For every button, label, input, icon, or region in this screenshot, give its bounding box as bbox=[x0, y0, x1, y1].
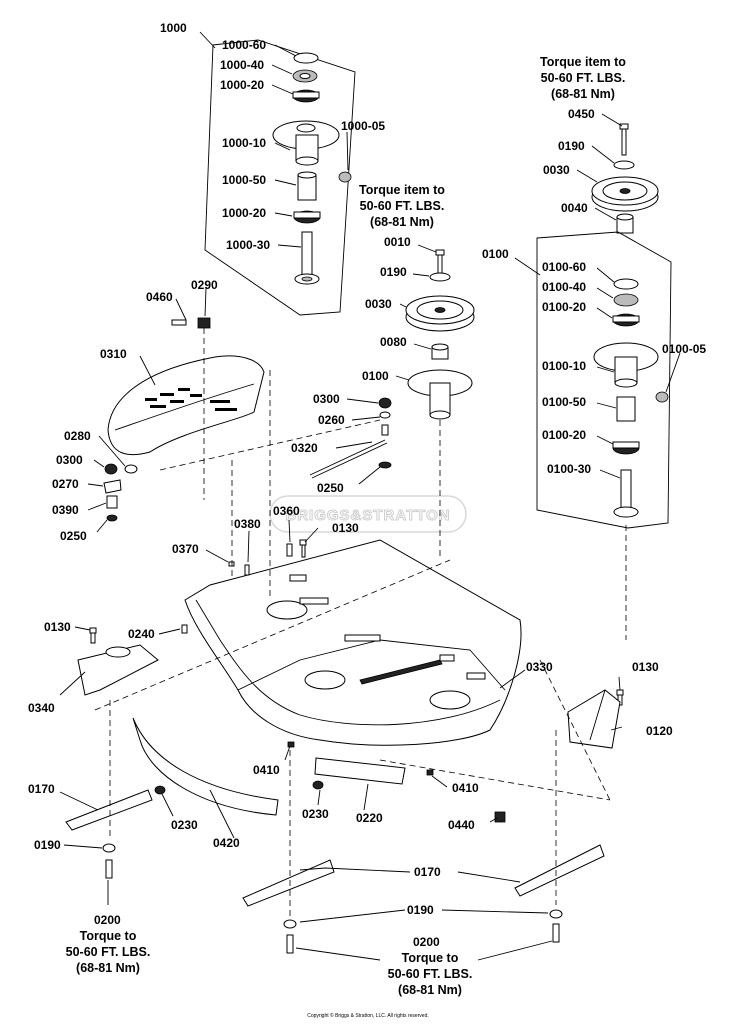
callout-1000-05: 1000-05 bbox=[341, 119, 385, 133]
callout-0300: 0300 bbox=[56, 453, 83, 467]
svg-text:50-60 FT. LBS.: 50-60 FT. LBS. bbox=[360, 199, 445, 213]
callout-0450: 0450 bbox=[568, 107, 595, 121]
callout-0230: 0230 bbox=[171, 818, 198, 832]
torque-note-bottom-right: Torque to 50-60 FT. LBS. (68-81 Nm) bbox=[388, 951, 473, 997]
svg-text:(68-81 Nm): (68-81 Nm) bbox=[76, 961, 140, 975]
callout-0200: 0200 bbox=[94, 913, 121, 927]
callout-0250: 0250 bbox=[60, 529, 87, 543]
svg-text:(68-81 Nm): (68-81 Nm) bbox=[398, 983, 462, 997]
torque-note-bottom-left: Torque to 50-60 FT. LBS. (68-81 Nm) bbox=[66, 929, 151, 975]
spindle-assembly-1000 bbox=[204, 39, 356, 316]
idler-hardware bbox=[309, 397, 392, 479]
callout-0080: 0080 bbox=[380, 335, 407, 349]
callout-1000-50: 1000-50 bbox=[222, 173, 266, 187]
watermark-text: BRIGGS&STRATTON bbox=[285, 507, 450, 524]
callout-0230: 0230 bbox=[302, 807, 329, 821]
svg-text:Torque to: Torque to bbox=[80, 929, 137, 943]
assembly-lines bbox=[94, 328, 627, 920]
callout-0240: 0240 bbox=[128, 627, 155, 641]
deflector-0340 bbox=[77, 644, 159, 696]
callout-0100-20: 0100-20 bbox=[542, 428, 586, 442]
svg-text:(68-81 Nm): (68-81 Nm) bbox=[370, 215, 434, 229]
callout-0320: 0320 bbox=[291, 441, 318, 455]
callout-0300: 0300 bbox=[313, 392, 340, 406]
callout-0440: 0440 bbox=[448, 818, 475, 832]
callout-0100-30: 0100-30 bbox=[547, 462, 591, 476]
callout-1000-30: 1000-30 bbox=[226, 238, 270, 252]
callout-0390: 0390 bbox=[52, 503, 79, 517]
callout-0310: 0310 bbox=[100, 347, 127, 361]
callout-0040: 0040 bbox=[561, 201, 588, 215]
svg-text:Torque item to: Torque item to bbox=[540, 55, 626, 69]
callout-0170: 0170 bbox=[28, 782, 55, 796]
callout-0270: 0270 bbox=[52, 477, 79, 491]
baffle-0420 bbox=[132, 717, 279, 816]
callout-0100-10: 0100-10 bbox=[542, 359, 586, 373]
cover-0120 bbox=[567, 689, 621, 749]
callout-1000-10: 1000-10 bbox=[222, 136, 266, 150]
callout-1000: 1000 bbox=[160, 21, 187, 35]
callout-0190: 0190 bbox=[558, 139, 585, 153]
callout-0410: 0410 bbox=[452, 781, 479, 795]
callout-0260: 0260 bbox=[318, 413, 345, 427]
callout-0100-20: 0100-20 bbox=[542, 300, 586, 314]
blade-washers-bolts bbox=[102, 843, 563, 954]
callout-0420: 0420 bbox=[213, 836, 240, 850]
belt-guard-0310 bbox=[103, 317, 265, 522]
mower-deck bbox=[184, 539, 522, 746]
callout-0190: 0190 bbox=[380, 265, 407, 279]
callout-0100: 0100 bbox=[362, 369, 389, 383]
callout-0010: 0010 bbox=[384, 235, 411, 249]
callout-0250: 0250 bbox=[317, 481, 344, 495]
callout-labels: 1000 1000-60 1000-40 1000-20 1000-10 100… bbox=[28, 21, 706, 949]
callout-1000-40: 1000-40 bbox=[220, 58, 264, 72]
callout-0200: 0200 bbox=[413, 935, 440, 949]
callout-0340: 0340 bbox=[28, 701, 55, 715]
blades-0170 bbox=[65, 789, 605, 907]
callout-0330: 0330 bbox=[526, 660, 553, 674]
callout-0370: 0370 bbox=[172, 542, 199, 556]
callout-0190: 0190 bbox=[34, 838, 61, 852]
callout-1000-20: 1000-20 bbox=[222, 206, 266, 220]
callout-0290: 0290 bbox=[191, 278, 218, 292]
center-pulley-stack bbox=[405, 249, 475, 420]
callout-0100-05: 0100-05 bbox=[662, 342, 706, 356]
spindle-assembly-0100 bbox=[536, 123, 672, 529]
callout-0120: 0120 bbox=[646, 724, 673, 738]
callout-1000-20: 1000-20 bbox=[220, 78, 264, 92]
callout-0100-60: 0100-60 bbox=[542, 260, 586, 274]
leader-lines bbox=[59, 31, 681, 961]
callout-0100-50: 0100-50 bbox=[542, 395, 586, 409]
callout-0030: 0030 bbox=[365, 297, 392, 311]
torque-note-middle: Torque item to 50-60 FT. LBS. (68-81 Nm) bbox=[359, 183, 445, 229]
copyright-notice: Copyright © Briggs & Stratton, LLC. All … bbox=[307, 1012, 429, 1019]
svg-text:50-60 FT. LBS.: 50-60 FT. LBS. bbox=[388, 967, 473, 981]
svg-text:50-60 FT. LBS.: 50-60 FT. LBS. bbox=[541, 71, 626, 85]
callout-0410: 0410 bbox=[253, 763, 280, 777]
callout-0220: 0220 bbox=[356, 811, 383, 825]
callout-0130: 0130 bbox=[44, 620, 71, 634]
callout-0360: 0360 bbox=[273, 504, 300, 518]
callout-0030: 0030 bbox=[543, 163, 570, 177]
callout-0100: 0100 bbox=[482, 247, 509, 261]
callout-1000-60: 1000-60 bbox=[222, 38, 266, 52]
small-nuts bbox=[154, 741, 506, 823]
deck-fasteners bbox=[89, 539, 624, 706]
svg-text:Torque to: Torque to bbox=[402, 951, 459, 965]
svg-text:(68-81 Nm): (68-81 Nm) bbox=[551, 87, 615, 101]
svg-text:50-60 FT. LBS.: 50-60 FT. LBS. bbox=[66, 945, 151, 959]
callout-0190: 0190 bbox=[407, 903, 434, 917]
svg-text:Torque item to: Torque item to bbox=[359, 183, 445, 197]
callout-0380: 0380 bbox=[234, 517, 261, 531]
callout-0130: 0130 bbox=[632, 660, 659, 674]
callout-0130: 0130 bbox=[332, 521, 359, 535]
callout-0280: 0280 bbox=[64, 429, 91, 443]
callout-0170: 0170 bbox=[414, 865, 441, 879]
torque-note-top-right: Torque item to 50-60 FT. LBS. (68-81 Nm) bbox=[540, 55, 626, 101]
callout-0460: 0460 bbox=[146, 290, 173, 304]
callout-0100-40: 0100-40 bbox=[542, 280, 586, 294]
baffle-0220 bbox=[314, 757, 406, 785]
